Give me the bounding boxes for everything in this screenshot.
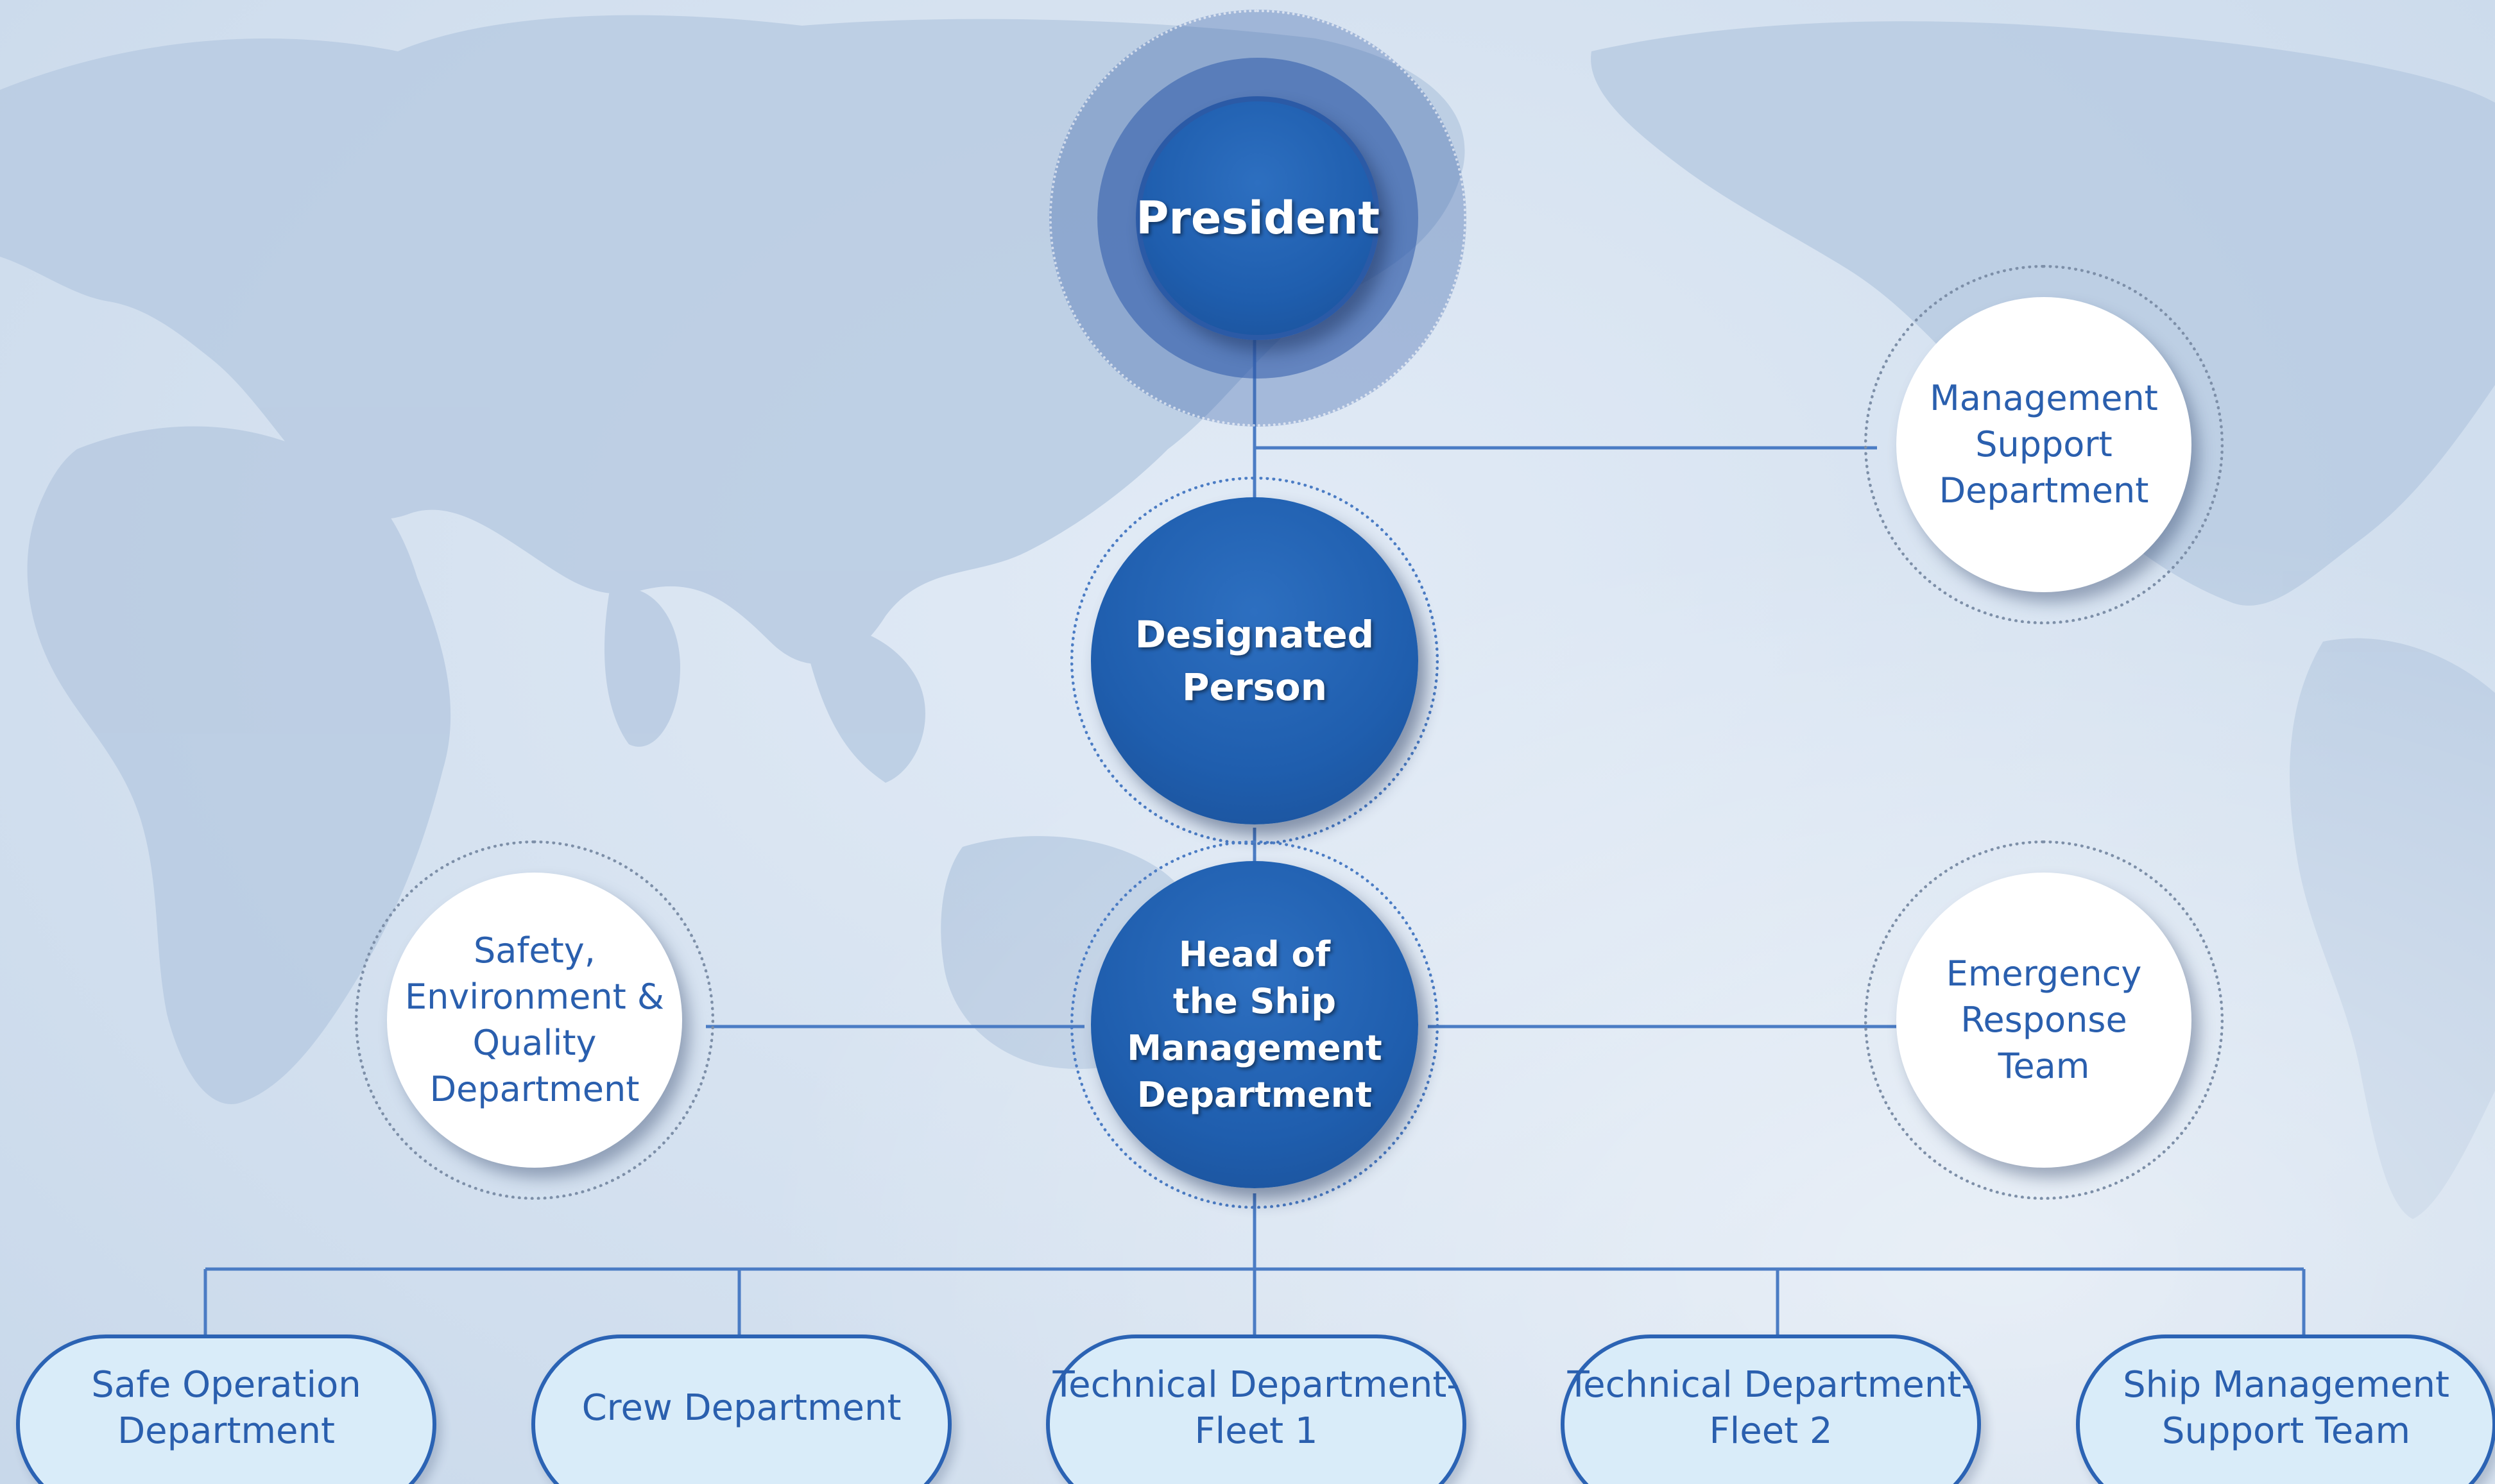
- department-technical-fleet-1[interactable]: Technical Department- Fleet 1: [1046, 1335, 1466, 1484]
- department-label: Crew Department: [581, 1387, 902, 1429]
- safety-environment-quality-ring: [355, 840, 714, 1200]
- emergency-response-label: Emergency Response Team: [1946, 953, 2142, 1086]
- department-label: Technical Department- Fleet 2: [1567, 1364, 1975, 1452]
- management-support-node[interactable]: Management Support Department: [1896, 297, 2191, 592]
- management-support-label: Management Support Department: [1930, 378, 2158, 511]
- designated-person-label: Designated Person: [1135, 613, 1375, 709]
- designated-person-node[interactable]: Designated Person: [1091, 497, 1418, 824]
- department-label: Ship Management Support Team: [2123, 1364, 2449, 1452]
- department-safe-operation[interactable]: Safe Operation Department: [16, 1335, 436, 1484]
- emergency-response-ring: [1864, 840, 2224, 1200]
- head-ship-management-label: Head of the Ship Management Department: [1127, 934, 1382, 1115]
- head-ship-management-node[interactable]: Head of the Ship Management Department: [1091, 861, 1418, 1188]
- management-support-ring: [1864, 265, 2224, 624]
- safety-environment-quality-label: Safety, Environment & Quality Department: [404, 930, 665, 1109]
- head-ship-management-ring: [1070, 840, 1439, 1209]
- department-label: Technical Department- Fleet 1: [1052, 1364, 1460, 1452]
- department-technical-fleet-2[interactable]: Technical Department- Fleet 2: [1561, 1335, 1981, 1484]
- department-ship-management-support[interactable]: Ship Management Support Team: [2076, 1335, 2495, 1484]
- department-label: Safe Operation Department: [91, 1364, 361, 1452]
- emergency-response-node[interactable]: Emergency Response Team: [1896, 873, 2191, 1168]
- president-label: President: [1136, 192, 1380, 244]
- president-node[interactable]: President: [1136, 96, 1380, 340]
- department-crew[interactable]: Crew Department: [531, 1335, 952, 1484]
- safety-environment-quality-node[interactable]: Safety, Environment & Quality Department: [387, 873, 682, 1168]
